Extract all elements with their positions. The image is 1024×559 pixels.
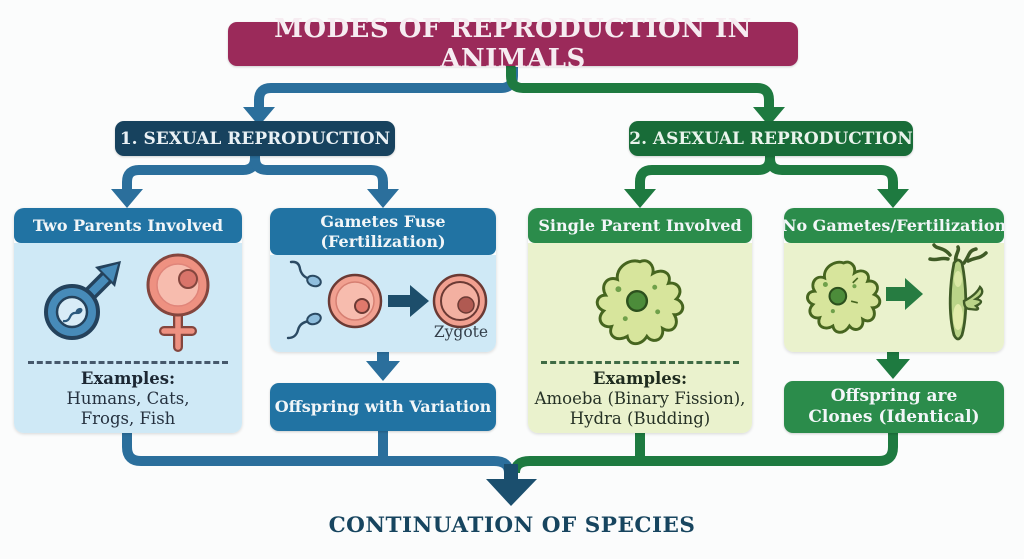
asexual-illustration	[784, 243, 1004, 352]
sexual-reproduction-header: 1. SEXUAL REPRODUCTION	[115, 121, 395, 156]
card-two-parents-body: Examples: Humans, Cats, Frogs, Fish	[14, 243, 242, 433]
card-single-parent-title: Single Parent Involved	[528, 208, 752, 243]
card-no-gametes: No Gametes/Fertilization	[784, 208, 1004, 352]
example-line: Humans, Cats,	[66, 389, 190, 408]
card-two-parents-title: Two Parents Involved	[14, 208, 242, 243]
asexual-reproduction-header: 2. ASEXUAL REPRODUCTION	[629, 121, 913, 156]
female-symbol-icon	[136, 249, 220, 357]
single-parent-icon-row	[528, 243, 752, 357]
arrow-right-icon	[886, 278, 923, 310]
example-line: Frogs, Fish	[80, 409, 176, 428]
card-no-gametes-title: No Gametes/Fertilization	[784, 208, 1004, 243]
examples-block: Examples: Humans, Cats, Frogs, Fish	[14, 369, 242, 429]
sperm-icon	[286, 260, 312, 340]
examples-label: Examples:	[592, 369, 688, 388]
continuation-of-species-label: CONTINUATION OF SPECIES	[328, 513, 696, 538]
egg-icon	[327, 273, 383, 329]
example-line: Amoeba (Binary Fission),	[534, 389, 746, 408]
examples-block: Examples: Amoeba (Binary Fission), Hydra…	[528, 369, 752, 429]
center-merge-arrow	[486, 464, 537, 506]
dashed-divider	[27, 361, 229, 364]
examples-label: Examples:	[80, 369, 176, 388]
asexual-arrowheads	[624, 107, 910, 379]
card-gametes-fuse-title: Gametes Fuse (Fertilization)	[270, 208, 496, 255]
card-single-parent-body: Examples: Amoeba (Binary Fission), Hydra…	[528, 243, 752, 433]
zygote-icon	[432, 273, 488, 329]
card-no-gametes-body	[784, 243, 1004, 352]
card-two-parents: Two Parents Involved	[14, 208, 242, 433]
amoeba-icon	[586, 249, 694, 357]
card-gametes-fuse: Gametes Fuse (Fertilization)	[270, 208, 496, 352]
diagram-title: MODES OF REPRODUCTION IN ANIMALS	[228, 14, 798, 74]
parents-icon-row	[14, 243, 242, 357]
card-single-parent: Single Parent Involved Examples: Amoeba …	[528, 208, 752, 433]
arrow-right-icon	[388, 285, 429, 317]
male-symbol-icon	[36, 252, 126, 354]
card-gametes-fuse-body: Zygote	[270, 255, 496, 352]
offspring-clones-box: Offspring are Clones (Identical)	[784, 381, 1004, 433]
sexual-arrowheads	[111, 107, 400, 381]
example-line: Hydra (Budding)	[569, 409, 711, 428]
offspring-variation-box: Offspring with Variation	[270, 383, 496, 431]
amoeba-icon	[806, 260, 882, 334]
hydra-icon	[928, 243, 988, 341]
zygote-caption: Zygote	[433, 323, 489, 341]
fertilization-illustration	[270, 260, 496, 352]
dashed-divider	[541, 361, 739, 364]
